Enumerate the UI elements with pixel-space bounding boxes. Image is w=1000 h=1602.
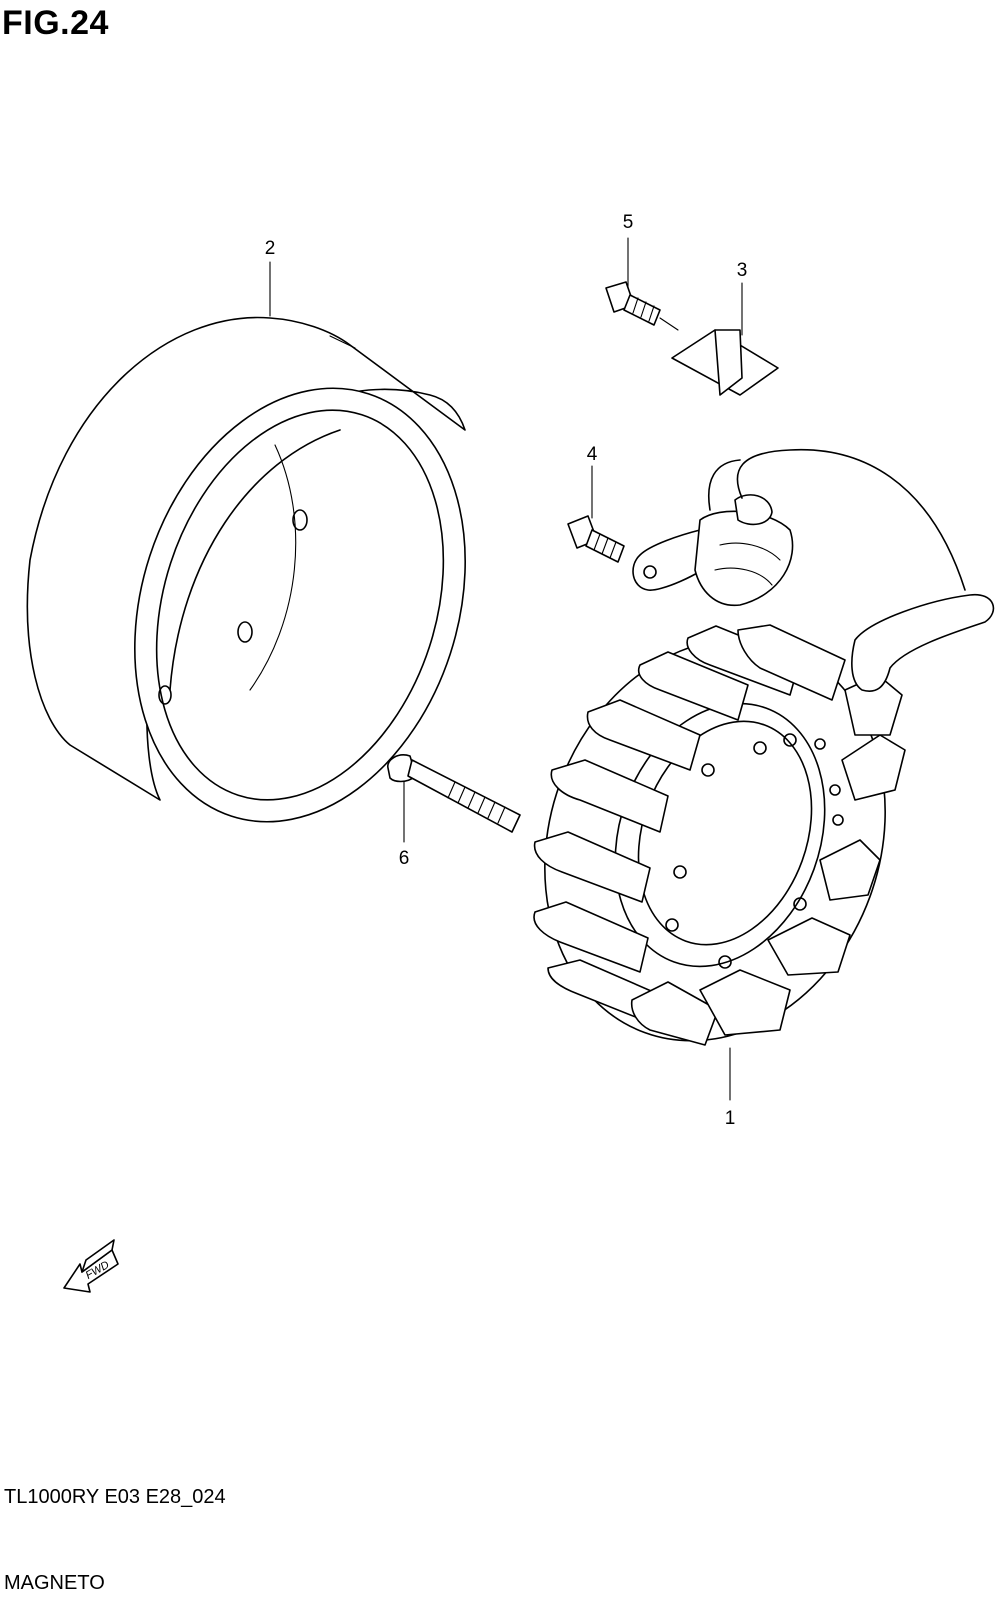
diagram-code: TL1000RY E03 E28_024 [4, 1486, 226, 1508]
bolt-6-part [387, 754, 521, 833]
callout-4: 4 [587, 444, 598, 465]
leader-lines [269, 237, 743, 1101]
bracket-part [659, 317, 779, 396]
fwd-arrow-icon: FWD [63, 1239, 119, 1293]
pickup-coil-part [567, 448, 966, 607]
callout-2: 2 [265, 238, 276, 259]
stator-part [533, 594, 995, 1046]
callout-5: 5 [623, 212, 634, 233]
diagram-name: MAGNETO [4, 1572, 105, 1594]
figure-title: FIG.24 [2, 4, 109, 42]
callout-1: 1 [725, 1108, 736, 1129]
callout-3: 3 [737, 260, 748, 281]
rotor-part [26, 316, 466, 823]
callout-6: 6 [399, 848, 410, 869]
bolt-5-part [605, 281, 661, 326]
